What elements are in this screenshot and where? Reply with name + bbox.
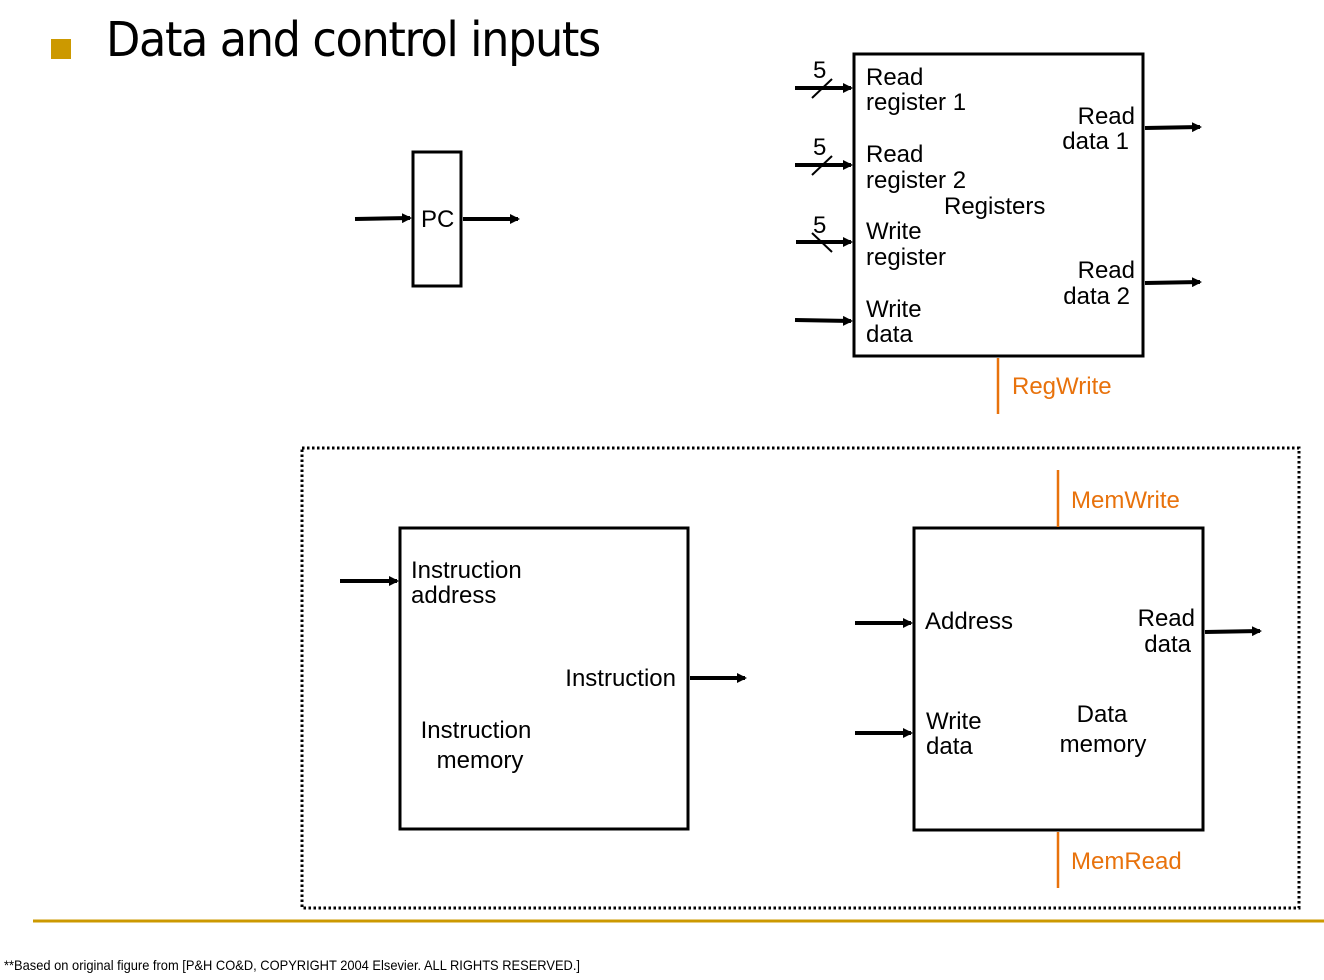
instruction-memory-box [398, 526, 690, 831]
read-data-label-line2: data [1144, 631, 1191, 658]
bus-slash [811, 155, 833, 176]
pc-label: PC [421, 206, 454, 233]
read-data-1-label: Read [1078, 103, 1135, 130]
bus-slash [811, 78, 833, 99]
data-memory: MemWrite MemRead Address Write data Read… [855, 470, 1262, 888]
read-data-2-label: Read [1078, 257, 1135, 284]
read-data-1-arrow [1144, 122, 1202, 133]
write-data-label-line2: data [866, 321, 913, 348]
register-file: Registers 5 Read register 1 5 Read regis… [794, 52, 1202, 414]
read-data-2-arrow [1144, 277, 1202, 288]
read-data-arrow [1204, 626, 1262, 637]
instruction-output-label: Instruction [565, 665, 676, 692]
instruction-address-label: Instruction [411, 557, 522, 584]
memwrite-label: MemWrite [1071, 487, 1180, 514]
read-register-2-label: Read [866, 141, 923, 168]
bus-width-label: 5 [813, 134, 826, 161]
pc-input-arrow [354, 213, 412, 224]
write-data-label: Write [866, 296, 922, 323]
read-data-1-label-line2: data 1 [1062, 128, 1129, 155]
write-data-label: Write [926, 708, 982, 735]
footer-citation: **Based on original figure from [P&H CO&… [4, 957, 581, 973]
read-register-1-label: Read [866, 64, 923, 91]
instruction-address-label-line2: address [411, 582, 496, 609]
write-data-arrow [794, 315, 853, 326]
bus-width-label: 5 [813, 57, 826, 84]
pc-unit: PC [354, 150, 520, 288]
slide-title: Data and control inputs [106, 12, 601, 68]
pc-box [411, 150, 463, 288]
data-memory-name: Data [1077, 701, 1128, 728]
instruction-memory-name: Instruction [421, 717, 532, 744]
write-register-label: Write [866, 218, 922, 245]
instruction-memory: Instruction address Instruction Instruct… [340, 526, 747, 831]
instruction-memory-name-line2: memory [437, 747, 524, 774]
bus-slash [811, 232, 833, 253]
data-memory-name-line2: memory [1060, 731, 1147, 758]
bus-width-label: 5 [813, 212, 826, 239]
read-register-1-label-line2: register 1 [866, 89, 966, 116]
data-memory-box [912, 526, 1205, 832]
read-register-2-label-line2: register 2 [866, 167, 966, 194]
register-file-box [852, 52, 1145, 358]
regwrite-label: RegWrite [1012, 373, 1112, 400]
read-data-2-label-line2: data 2 [1063, 283, 1130, 310]
title-bullet [51, 39, 71, 59]
register-file-name: Registers [944, 193, 1045, 220]
write-register-label-line2: register [866, 244, 946, 271]
address-label: Address [925, 608, 1013, 635]
memread-label: MemRead [1071, 848, 1182, 875]
memory-group-border [300, 446, 1301, 910]
write-data-label-line2: data [926, 733, 973, 760]
read-data-label: Read [1138, 605, 1195, 632]
